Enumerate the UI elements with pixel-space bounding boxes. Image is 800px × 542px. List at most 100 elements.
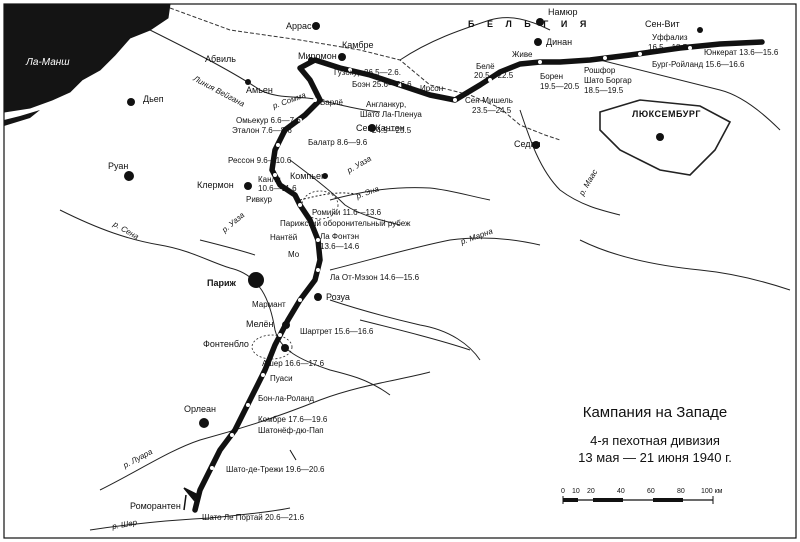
label-puasi: Пуаси (270, 374, 293, 383)
city-orleans: Орлеан (184, 404, 216, 414)
scale-tick-20: 20 (587, 488, 595, 495)
label-shatonef: Шатонёф-дю-Пап (258, 426, 324, 435)
label-boren-dates: 19.5—20.5 (540, 82, 580, 91)
label-resson: Рессон 9.6—10.6 (228, 156, 292, 165)
country-luxembourg: ЛЮКСЕМБУРГ (632, 109, 701, 119)
city-mironmont: Миромон (298, 51, 337, 61)
route-arrow (183, 487, 197, 511)
city-sedan: Седан (514, 139, 541, 149)
city-romorantin: Роморантен (130, 501, 181, 511)
label-irson: Ирсон (420, 84, 444, 93)
label-bon-la-roland: Бон-ла-Роланд (258, 394, 315, 403)
label-bele-dates: 20.5—22.5 (474, 71, 514, 80)
division-route (192, 39, 765, 513)
scale-tick-10: 10 (572, 488, 580, 495)
label-ufaliz-dates: 16.5—18.5 (648, 43, 688, 52)
label-mo: Мо (288, 250, 300, 259)
river-cher (89, 507, 291, 531)
river-east (599, 59, 781, 131)
country-belgium: Б Е Л Ь Г И Я (468, 19, 592, 29)
label-burg-reuland: Бург-Ройланд 15.6—16.6 (652, 60, 745, 69)
scale-tick-100: 100 км (701, 488, 723, 495)
river-oise-s (199, 239, 256, 256)
city-abbeville: Абвиль (205, 54, 236, 64)
river-oise (289, 159, 401, 226)
map-subtitle-division: 4-я пехотная дивизия (590, 433, 720, 448)
city-saint-vith: Сен-Вит (645, 19, 680, 29)
route-points (210, 46, 692, 470)
label-boren: Борен (540, 72, 564, 81)
river-aisne (329, 187, 491, 201)
label-la-ot-mezon: Ла От-Мэзон 14.6—15.6 (330, 273, 420, 282)
rivers (59, 17, 791, 531)
city-dieppe: Дьеп (143, 94, 164, 104)
city-compiegne: Компьен (290, 171, 326, 181)
city-namur: Намюр (548, 7, 578, 17)
sea-bay (4, 110, 40, 126)
river-loire (99, 371, 431, 491)
label-kanli: Канли (258, 175, 281, 184)
romiyi-zone (301, 190, 339, 220)
label-rochefort-dates: 18.5—19.5 (584, 86, 624, 95)
city-arras: Аррас (286, 21, 312, 31)
city-markers (124, 18, 703, 428)
label-englancourt-dates: 24.5—25.5 (372, 126, 412, 135)
city-fontainebleau: Фонтенбло (203, 339, 249, 349)
border-luxembourg (599, 99, 732, 176)
label-chateau-portai: Шато Ле Портай 20.6—21.6 (202, 513, 305, 522)
river-north (399, 17, 551, 61)
city-dinant: Динан (546, 37, 573, 47)
label-marmant: Мармант (252, 300, 286, 309)
city-clermont: Клермон (197, 180, 234, 190)
label-nanteuil: Нантёй (270, 233, 298, 242)
river-meuse (519, 109, 621, 216)
scale-bar (562, 496, 714, 504)
label-ashe: Ашер 16.6—17.6 (262, 359, 325, 368)
border-belgium (169, 7, 561, 141)
river-marne (329, 237, 541, 271)
label-balatr: Балатр 8.6—9.6 (308, 138, 368, 147)
label-barle: Барлё (320, 98, 343, 107)
label-bele: Белё (476, 62, 495, 71)
label-chateau-plenu: Шато Ла-Пленуа (360, 110, 422, 119)
map-title: Кампания на Западе (582, 404, 728, 421)
label-boen: Боэн 25.6—26.6 (352, 80, 412, 89)
label-saint-michel: Сен-Мишель (465, 96, 513, 105)
city-rosoy: Розуа (326, 292, 350, 302)
label-givet: Живе (512, 50, 533, 59)
label-etalon: Эталон 7.6—8.6 (232, 126, 292, 135)
sea-label: Ла-Манш (26, 57, 70, 68)
label-kanli-dates: 10.6—11.6 (258, 184, 297, 193)
label-rochefort: Рошфор (584, 66, 616, 75)
label-saint-michel-dates: 23.5—24.5 (472, 106, 512, 115)
city-rouen: Руан (108, 161, 129, 171)
label-ufaliz: Уффализ (652, 33, 688, 42)
label-shartret: Шартрет 15.6—16.6 (300, 327, 374, 336)
label-chateau-borgar: Шато Боргар (584, 76, 632, 85)
paris-defense-line (299, 192, 361, 201)
scale-tick-0: 0 (561, 488, 565, 495)
city-paris: Париж (207, 278, 236, 288)
river-somme (149, 29, 381, 113)
label-la-fonten-dates: 13.6—14.6 (320, 242, 360, 251)
scale-tick-40: 40 (617, 488, 625, 495)
sea-channel (3, 3, 171, 113)
label-chateau-trezhi: Шато-де-Трежи 19.6—20.6 (226, 465, 325, 474)
label-guzokur: Гузокур 26.5—2.6. (334, 68, 401, 77)
label-omiekour: Омьекур 6.6—7.6 (236, 116, 301, 125)
label-rivkur: Ривкур (246, 195, 273, 204)
label-kombre: Комбре 17.6—19.6 (258, 415, 328, 424)
label-romiyi: Ромийи 11.6—13.6 (312, 208, 382, 217)
city-amiens: Амьен (246, 85, 273, 95)
scale-tick-60: 60 (647, 488, 655, 495)
city-melun: Мелён (246, 319, 274, 329)
label-englancourt: Англанкур, (366, 100, 407, 109)
scale-tick-80: 80 (677, 488, 685, 495)
label-defense-line: Парижский оборонительный рубеж (280, 219, 411, 228)
city-saint-quentin: Сен-Кантен (356, 123, 405, 133)
label-la-fonten: Ла Фонтэн (320, 232, 360, 241)
map-subtitle-dates: 13 мая — 21 июня 1940 г. (578, 450, 732, 465)
label-junkerath: Юнкерат 13.6—15.6 (704, 48, 779, 57)
city-cambrai: Камбре (342, 40, 374, 50)
